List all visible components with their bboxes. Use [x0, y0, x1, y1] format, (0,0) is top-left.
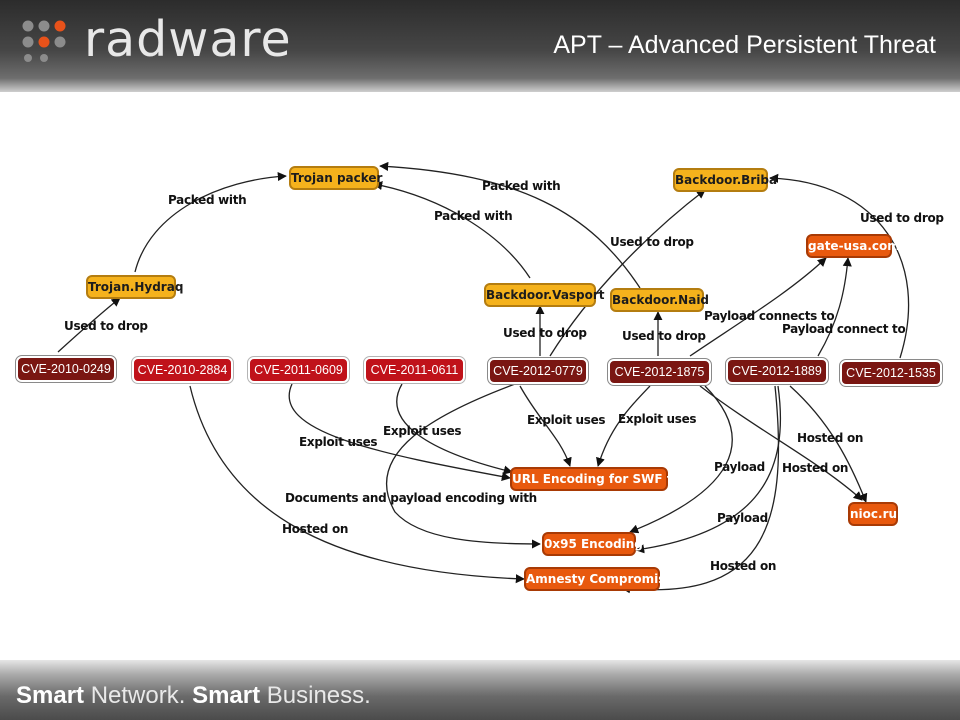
edge-label-exploit-uses: Exploit uses [618, 412, 697, 426]
edge-label-packed-with: Packed with [434, 209, 513, 223]
edge-label-used-to-drop: Used to drop [503, 326, 587, 340]
slide-footer: Smart Network. Smart Business. [0, 660, 960, 720]
edge-label-payload: Payload [714, 460, 765, 474]
edge-cve0779-url [519, 385, 572, 467]
edge-label-hosted-on: Hosted on [710, 559, 777, 573]
node-cve-2010-0249: CVE-2010-0249 [15, 355, 117, 383]
edge-label-payload: Payload [717, 511, 768, 525]
node-cve-2012-1535: CVE-2012-1535 [839, 359, 943, 387]
edge-naid-packer [379, 161, 641, 289]
node-cve-2012-1875: CVE-2012-1875 [607, 358, 712, 386]
slide-title: APT – Advanced Persistent Threat [553, 31, 936, 59]
tagline-smart-1: Smart [16, 682, 85, 709]
radware-logo: radware [14, 12, 291, 68]
edge-cve1889-nioc [789, 385, 868, 503]
node-backdoor-briba: Backdoor.Briba [673, 168, 777, 192]
logo-dots-icon [22, 20, 66, 62]
node-cve-2012-1889: CVE-2012-1889 [725, 357, 829, 385]
edge-hydraq-packer [134, 171, 287, 273]
edge-cve0249-hydraq [57, 297, 121, 353]
node-backdoor-vasport: Backdoor.Vasport [484, 283, 605, 307]
edge-cve1875-0x95 [629, 385, 733, 534]
logo-wordmark: radware [84, 11, 292, 68]
footer-tagline: Smart Network. Smart Business. [16, 682, 371, 710]
edge-cve0779-briba [549, 189, 706, 357]
edge-label-used-to-drop: Used to drop [860, 211, 944, 225]
tagline-network: Network. [84, 682, 193, 709]
edge-cve1889-amnesty [621, 385, 780, 594]
node-backdoor-naid: Backdoor.Naid [610, 288, 709, 312]
node-amnesty-compromise: Amnesty Compromise [524, 567, 674, 591]
edge-cve1535-briba [769, 173, 910, 359]
edge-label-packed-with: Packed with [482, 179, 561, 193]
edge-label-hosted-on: Hosted on [282, 522, 349, 536]
edge-cve1875-gate [689, 257, 827, 357]
edge-label-exploit-uses: Exploit uses [383, 424, 462, 438]
edge-label-payload-connect-to: Payload connect to [782, 322, 906, 336]
diagram-edges [57, 161, 910, 594]
tagline-business: Business. [260, 682, 371, 709]
node-trojan-packer: Trojan packer [289, 166, 382, 190]
node-0x95-encoding: 0x95 Encoding [542, 532, 643, 556]
slide-header: radware APT – Advanced Persistent Threat [0, 0, 960, 92]
edge-label-exploit-uses: Exploit uses [527, 413, 606, 427]
apt-relationship-diagram: Trojan packer Trojan.Hydraq Backdoor.Bri… [0, 92, 960, 660]
edge-cve0611-url [396, 383, 513, 475]
tagline-smart-2: Smart [192, 682, 261, 709]
edge-label-used-to-drop: Used to drop [610, 235, 694, 249]
node-url-encoding: URL Encoding for SWF file [510, 467, 688, 491]
edge-vasport-packer [373, 181, 531, 279]
edge-label-payload-connects-to: Payload connects to [704, 309, 835, 323]
edge-cve0609-url [288, 383, 511, 481]
node-gate-usa: gate-usa.com [806, 234, 900, 258]
edge-label-exploit-uses: Exploit uses [299, 435, 378, 449]
node-trojan-hydraq: Trojan.Hydraq [86, 275, 183, 299]
edge-label-hosted-on: Hosted on [797, 431, 864, 445]
edge-cve1889-gate [817, 257, 852, 357]
node-cve-2011-0609: CVE-2011-0609 [247, 356, 350, 384]
edge-cve1875-url [596, 385, 651, 467]
edge-cve1875-nioc [699, 385, 863, 501]
edge-label-packed-with: Packed with [168, 193, 247, 207]
node-nioc: nioc.ru [848, 502, 898, 526]
node-cve-2011-0611: CVE-2011-0611 [363, 356, 466, 384]
node-cve-2010-2884: CVE-2010-2884 [131, 356, 234, 384]
edge-label-documents-payload: Documents and payload encoding with [285, 491, 537, 505]
node-cve-2012-0779: CVE-2012-0779 [487, 357, 589, 385]
edge-cve1889-0x95 [635, 385, 782, 554]
edge-label-hosted-on: Hosted on [782, 461, 849, 475]
edge-cve0779-0x95 [386, 383, 541, 549]
edge-cve2884-amnesty [189, 385, 525, 584]
edge-label-used-to-drop: Used to drop [64, 319, 148, 333]
edge-label-used-to-drop: Used to drop [622, 329, 706, 343]
